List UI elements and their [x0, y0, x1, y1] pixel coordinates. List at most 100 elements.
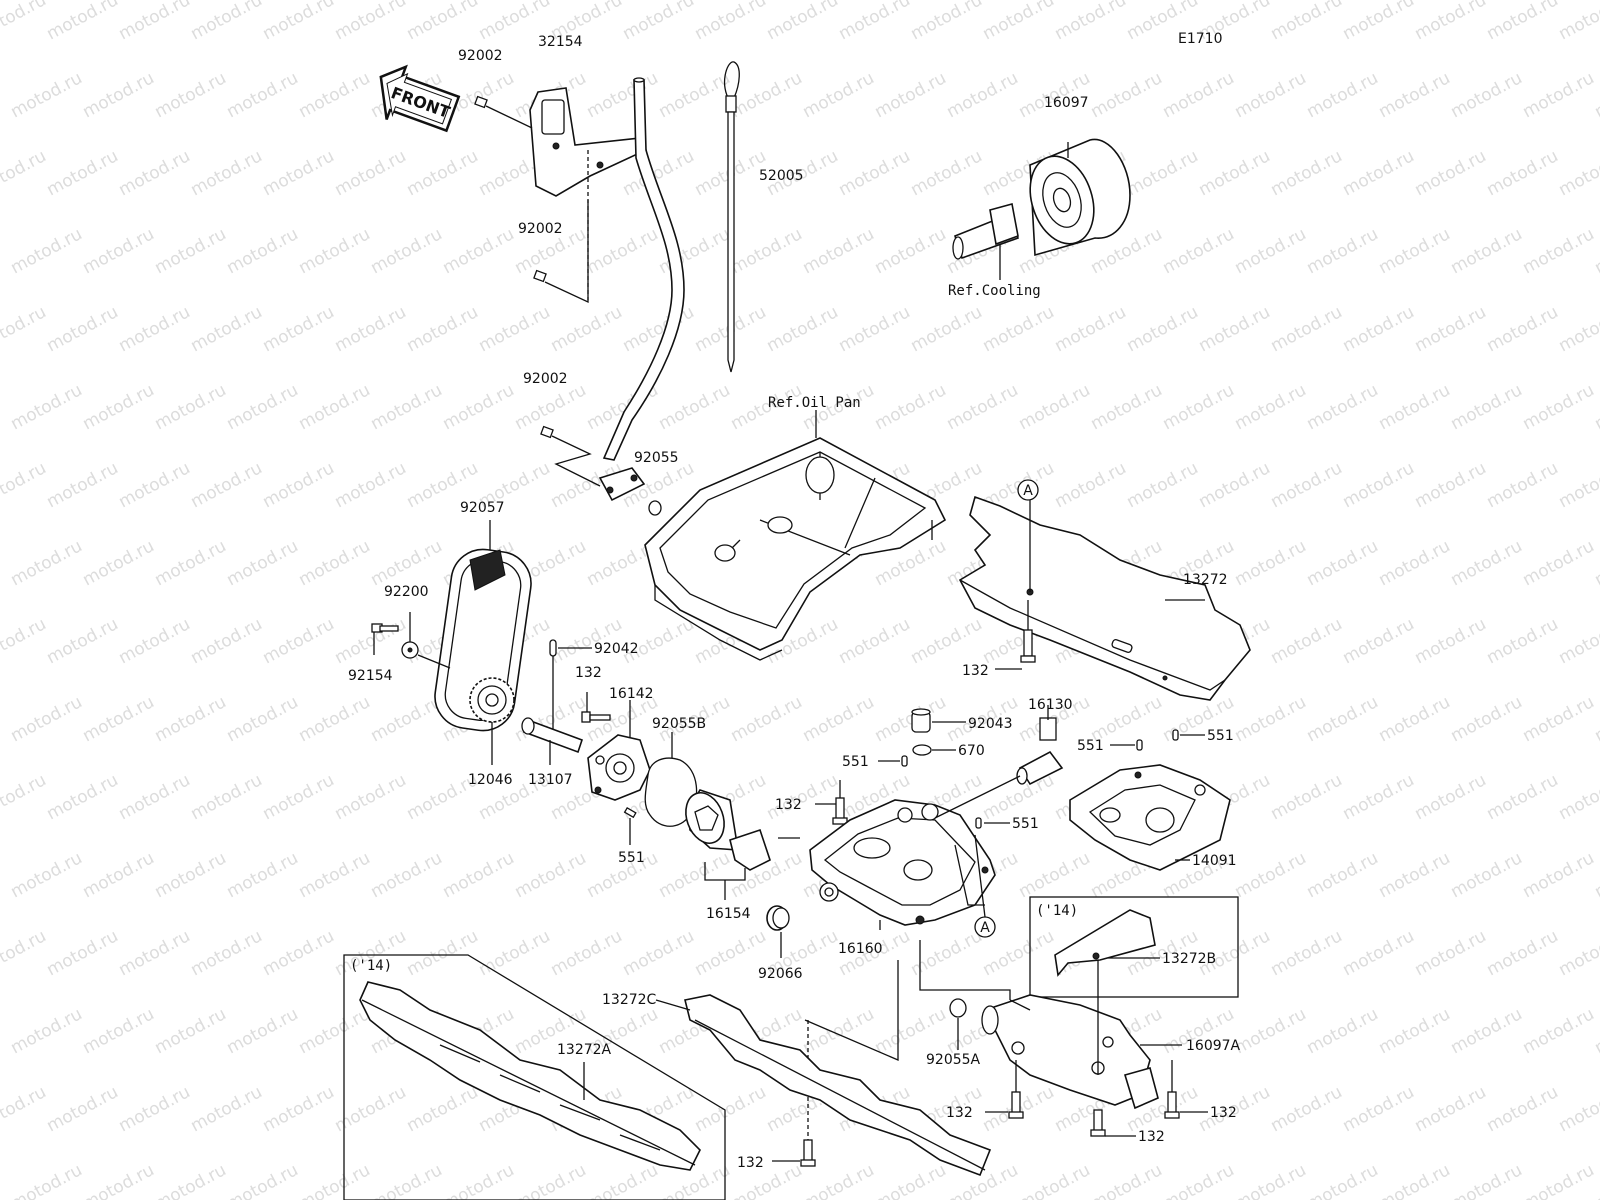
watermark-text: motod.ru: [367, 692, 445, 746]
watermark-text: motod.ru: [439, 380, 517, 434]
watermark-text: motod.ru: [151, 1004, 229, 1058]
watermark-text: motod.ru: [43, 302, 121, 356]
watermark-text: motod.ru: [475, 926, 553, 980]
watermark-text: motod.ru: [727, 224, 805, 278]
watermark-text: motod.ru: [1303, 224, 1381, 278]
cap-92043: [911, 708, 966, 733]
label-12046: 12046: [468, 772, 513, 788]
watermark-text: motod.ru: [187, 1082, 265, 1136]
label-132-body: 132: [775, 797, 802, 813]
label-16130: 16130: [1028, 697, 1073, 713]
watermark-text: motod.ru: [7, 68, 85, 122]
watermark-text: motod.ru: [1339, 1082, 1417, 1136]
watermark-text: motod.ru: [583, 224, 661, 278]
watermark-text: motod.ru: [0, 458, 50, 512]
label-32154: 32154: [538, 34, 583, 50]
watermark-text: motod.ru: [943, 380, 1021, 434]
watermark-text: motod.ru: [655, 848, 733, 902]
watermark-text: motod.ru: [1555, 302, 1600, 356]
watermark-text: motod.ru: [1447, 1160, 1525, 1200]
watermark-text: motod.ru: [1519, 224, 1597, 278]
watermark-text: motod.ru: [1483, 146, 1561, 200]
watermark-text: motod.ru: [331, 0, 409, 44]
watermark-text: motod.ru: [1267, 926, 1345, 980]
watermark-text: motod.ru: [0, 146, 50, 200]
watermark-text: motod.ru: [1015, 1160, 1093, 1200]
watermark-text: motod.ru: [1159, 1160, 1237, 1200]
watermark-text: motod.ru: [907, 926, 985, 980]
watermark-text: motod.ru: [367, 536, 445, 590]
watermark-text: motod.ru: [799, 692, 877, 746]
watermark-text: motod.ru: [1411, 614, 1489, 668]
watermark-text: motod.ru: [1483, 1082, 1561, 1136]
bolt-132-pump: [581, 692, 611, 723]
watermark-text: motod.ru: [1483, 770, 1561, 824]
rotor-16154: [685, 789, 800, 900]
year-tag-right: ('14): [1036, 903, 1078, 919]
label-16142: 16142: [609, 686, 654, 702]
watermark-text: motod.ru: [259, 302, 337, 356]
label-16097A: 16097A: [1186, 1038, 1241, 1054]
watermark-text: motod.ru: [1159, 224, 1237, 278]
watermark-text: motod.ru: [1195, 146, 1273, 200]
label-551-a: 551: [842, 754, 869, 770]
label-13107: 13107: [528, 772, 573, 788]
watermark-text: motod.ru: [259, 926, 337, 980]
watermark-text: motod.ru: [403, 926, 481, 980]
watermark-text: motod.ru: [799, 224, 877, 278]
label-ref-cooling: Ref.Cooling: [948, 283, 1041, 299]
bolt-92002-mid: [533, 200, 589, 304]
oil-filter-16097: [1029, 138, 1131, 257]
watermark-text: motod.ru: [223, 1004, 301, 1058]
bolt-132-b1: [985, 1060, 1024, 1119]
label-132-b2: 132: [1210, 1105, 1237, 1121]
watermark-text: motod.ru: [1483, 0, 1561, 44]
watermark-text: motod.ru: [223, 224, 301, 278]
marker-a-top-label: A: [1023, 483, 1033, 499]
watermark-text: motod.ru: [511, 848, 589, 902]
watermark-text: motod.ru: [151, 68, 229, 122]
bolt-132-body: [815, 780, 848, 825]
watermark-text: motod.ru: [1267, 0, 1345, 44]
watermark-text: motod.ru: [223, 848, 301, 902]
watermark-text: motod.ru: [43, 458, 121, 512]
label-16154: 16154: [706, 906, 751, 922]
watermark-text: motod.ru: [439, 1160, 517, 1200]
watermark-text: motod.ru: [691, 0, 769, 44]
watermark-text: motod.ru: [1231, 224, 1309, 278]
watermark-text: motod.ru: [511, 1160, 589, 1200]
watermark-text: motod.ru: [115, 146, 193, 200]
watermark-text: motod.ru: [403, 0, 481, 44]
watermark-text: motod.ru: [367, 1160, 445, 1200]
label-92002-top: 92002: [458, 48, 503, 64]
watermark-text: motod.ru: [0, 926, 50, 980]
watermark-text: motod.ru: [115, 770, 193, 824]
watermark-text: motod.ru: [1411, 926, 1489, 980]
watermark-text: motod.ru: [979, 0, 1057, 44]
watermark-text: motod.ru: [1519, 692, 1597, 746]
watermark-text: motod.ru: [1483, 926, 1561, 980]
label-13272C: 13272C: [602, 992, 657, 1008]
watermark-text: motod.ru: [1015, 848, 1093, 902]
watermark-text: motod.ru: [1591, 380, 1600, 434]
bracket-32154: [529, 87, 648, 300]
watermark-text: motod.ru: [79, 1004, 157, 1058]
watermark-text: motod.ru: [907, 302, 985, 356]
watermark-text: motod.ru: [907, 146, 985, 200]
label-92002-mid: 92002: [518, 221, 563, 237]
label-92055B: 92055B: [652, 716, 706, 732]
watermark-text: motod.ru: [1087, 380, 1165, 434]
watermark-text: motod.ru: [1519, 1004, 1597, 1058]
label-132-pump: 132: [575, 665, 602, 681]
watermark-text: motod.ru: [1555, 614, 1600, 668]
watermark-text: motod.ru: [1483, 458, 1561, 512]
watermark-text: motod.ru: [7, 692, 85, 746]
watermark-text: motod.ru: [0, 302, 50, 356]
label-16160: 16160: [838, 941, 883, 957]
watermark-text: motod.ru: [547, 926, 625, 980]
watermark-text: motod.ru: [295, 380, 373, 434]
watermark-text: motod.ru: [115, 614, 193, 668]
watermark-text: motod.ru: [7, 224, 85, 278]
watermark-text: motod.ru: [1087, 1160, 1165, 1200]
